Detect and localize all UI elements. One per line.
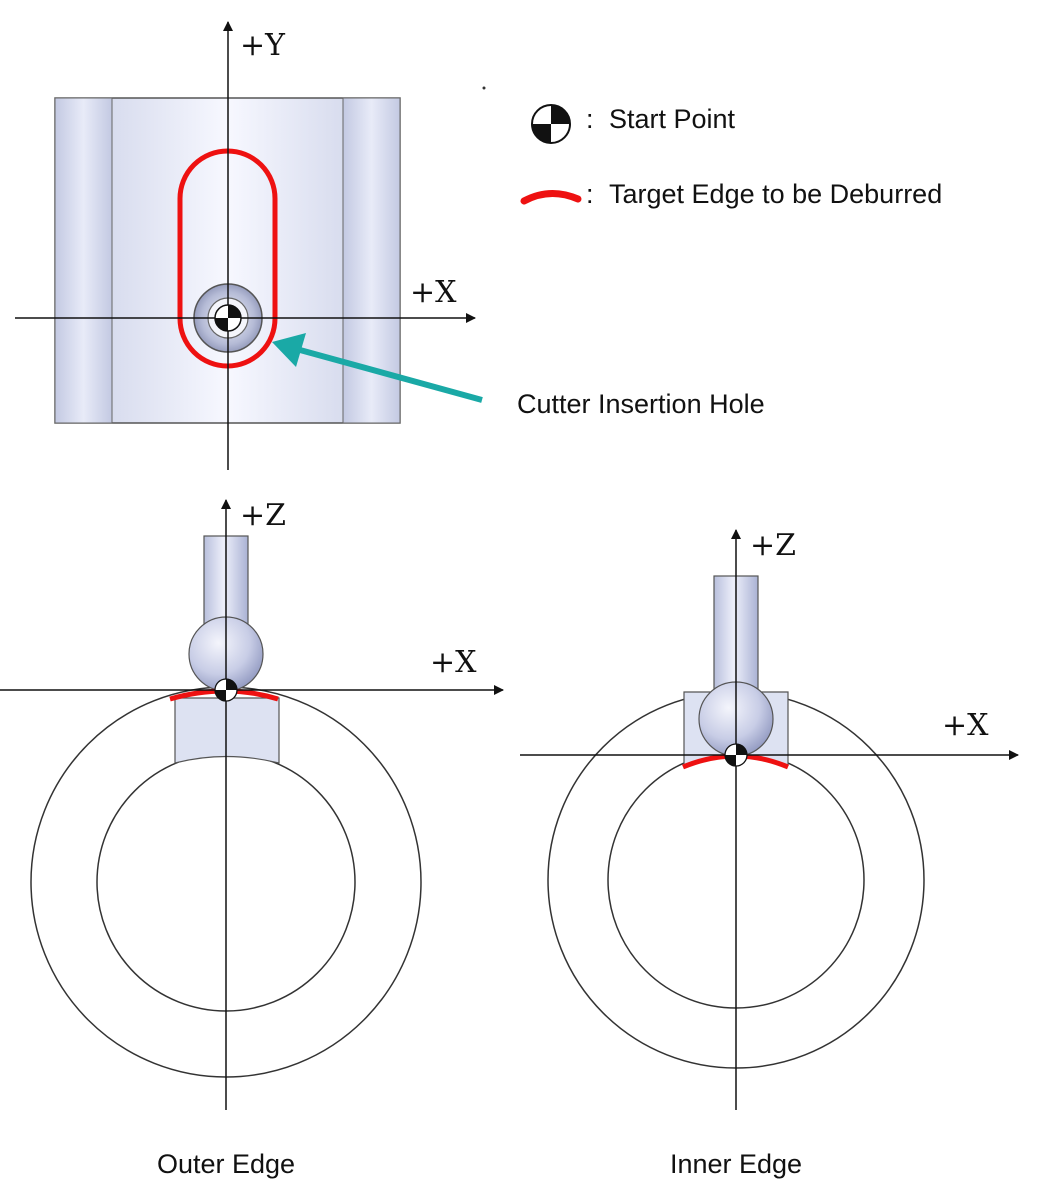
callout-arrow-shaft <box>299 347 483 403</box>
inner-z-axis-label: +Z <box>750 528 796 563</box>
callout-label: Cutter Insertion Hole <box>517 389 765 419</box>
part-left-face <box>54 97 113 424</box>
outer-x-axis-label: +X <box>430 645 477 680</box>
start-point-icon <box>214 304 242 332</box>
callout-arrow-head <box>272 333 306 367</box>
outer-edge-caption: Outer Edge <box>157 1149 295 1179</box>
legend-start-point-label: Start Point <box>609 104 736 134</box>
legend-separator-2: : <box>586 179 594 209</box>
legend: : Start Point : Target Edge to be Deburr… <box>520 104 942 209</box>
top-x-axis-label: +X <box>410 275 457 310</box>
legend-start-point-icon <box>531 104 571 144</box>
top-y-axis-label: +Y <box>240 28 286 63</box>
inner-start-point-icon <box>724 743 748 767</box>
outer-edge-view: +Z +X Outer Edge <box>0 498 504 1179</box>
legend-target-edge-icon <box>520 190 582 205</box>
legend-separator-1: : <box>586 104 594 134</box>
inner-x-axis-label: +X <box>942 708 989 743</box>
outer-z-axis-label: +Z <box>240 498 286 533</box>
outer-slot-section <box>174 697 280 764</box>
stray-dot <box>482 86 486 90</box>
outer-start-point-icon <box>214 678 238 702</box>
inner-edge-caption: Inner Edge <box>670 1149 802 1179</box>
inner-edge-view: +Z +X Inner Edge <box>520 528 1019 1179</box>
top-view: +Y +X Cutter Insertion Hole <box>15 21 765 470</box>
legend-target-edge-label: Target Edge to be Deburred <box>609 179 942 209</box>
